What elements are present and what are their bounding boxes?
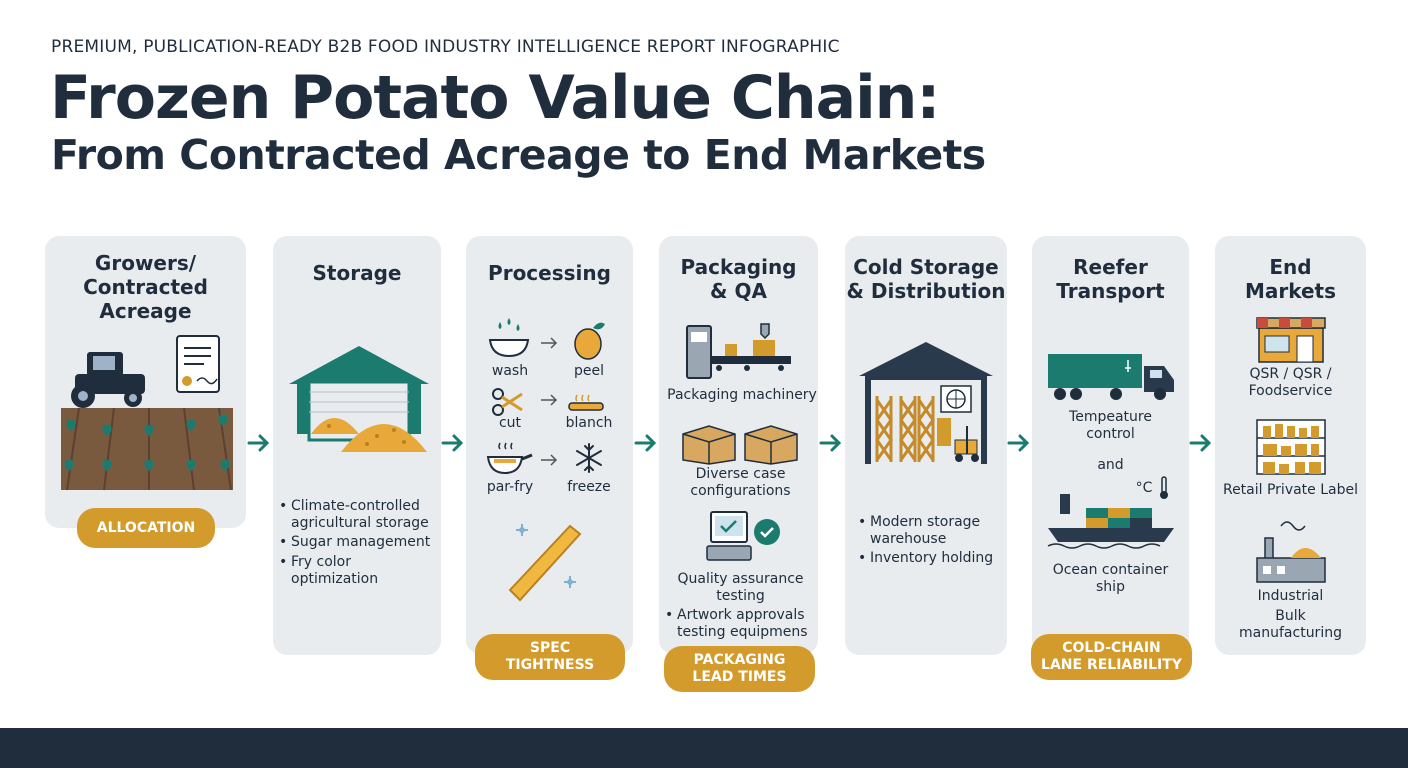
thermometer-icon xyxy=(1160,476,1168,499)
flow-arrow-icon xyxy=(1007,434,1030,452)
case-configurations-label: Diverse case configurations xyxy=(690,466,791,499)
blanch-fry-icon xyxy=(568,394,604,411)
storage-bullet-2: Sugar management xyxy=(279,534,430,551)
stage-growers-title: Growers/ Contracted Acreage xyxy=(83,251,208,323)
step-freeze-label: freeze xyxy=(567,479,611,495)
stage-end-markets-card: End Markets QSR / QSR / Foodservice Reta… xyxy=(1215,236,1366,655)
flow-arrow-icon xyxy=(634,434,657,452)
step-par-fry-label: par-fry xyxy=(486,479,534,495)
page-subtitle: From Contracted Acreage to End Markets xyxy=(51,131,986,179)
report-kicker: PREMIUM, PUBLICATION-READY B2B FOOD INDU… xyxy=(51,37,840,57)
stage-reefer-title: Reefer Transport xyxy=(1056,255,1165,303)
flow-arrow-icon xyxy=(441,434,464,452)
flow-arrow-icon xyxy=(247,434,270,452)
farm-field-icon xyxy=(61,335,233,491)
and-label: and xyxy=(1097,457,1124,473)
storage-barn-icon xyxy=(289,346,429,452)
arrow-right-icon xyxy=(541,394,558,406)
cold-chain-reliability-badge: COLD-CHAIN LANE RELIABILITY xyxy=(1031,634,1192,680)
footer-bar xyxy=(0,728,1408,768)
stage-end-markets-title: End Markets xyxy=(1244,255,1337,303)
allocation-badge: ALLOCATION xyxy=(77,508,215,548)
container-ship-icon xyxy=(1047,494,1174,549)
page-title: Frozen Potato Value Chain: xyxy=(50,63,940,133)
ocean-ship-label: Ocean container ship xyxy=(1052,562,1169,595)
french-fry-icon xyxy=(508,524,582,602)
bulk-manufacturing-label: Bulk manufacturing xyxy=(1239,608,1342,641)
arrow-right-icon xyxy=(541,454,558,466)
flow-arrow-icon xyxy=(1189,434,1212,452)
factory-icon xyxy=(1256,521,1326,583)
packaging-bullet: Artwork approvals testing equipmens xyxy=(665,607,808,641)
arrow-right-icon xyxy=(541,337,558,349)
stage-processing-card: Processing wash peel cut blanch par-fry … xyxy=(466,236,633,654)
snowflake-icon xyxy=(576,443,602,473)
packaging-lead-times-badge: PACKAGING LEAD TIMES xyxy=(664,646,815,692)
fry-pan-icon xyxy=(486,442,533,475)
retail-shelf-icon xyxy=(1256,419,1326,475)
cold-warehouse-icon xyxy=(859,342,993,464)
stage-cold-storage-title: Cold Storage & Distribution xyxy=(846,255,1006,303)
wash-bowl-icon xyxy=(488,318,530,358)
stage-storage-title: Storage xyxy=(312,261,402,285)
cold-storage-bullet-2: Inventory holding xyxy=(858,550,993,567)
packaging-machine-icon xyxy=(686,323,791,379)
celsius-label: °C xyxy=(1135,480,1153,496)
step-peel-label: peel xyxy=(573,363,604,379)
restaurant-storefront-icon xyxy=(1256,317,1326,363)
step-wash-label: wash xyxy=(491,363,529,379)
cold-storage-bullet-1: Modern storage warehouse xyxy=(858,514,980,548)
stage-packaging-card: Packaging & QA Packaging machinery Diver… xyxy=(659,236,818,654)
stage-growers-card: Growers/ Contracted Acreage xyxy=(45,236,246,528)
stage-cold-storage-card: Cold Storage & Distribution Modern stora… xyxy=(845,236,1007,655)
packaging-machinery-label: Packaging machinery xyxy=(667,387,817,403)
reefer-truck-icon xyxy=(1048,354,1174,400)
flow-arrow-icon xyxy=(819,434,842,452)
cardboard-boxes-icon xyxy=(682,425,798,465)
storage-bullet-1: Climate-controlled agricultural storage xyxy=(279,498,429,532)
stage-storage-card: Storage Climate-controlled agricultural … xyxy=(273,236,441,655)
stage-reefer-card: Reefer Transport Tempeature control and … xyxy=(1032,236,1189,655)
qa-testing-label: Quality assurance testing xyxy=(677,571,804,604)
stage-processing-title: Processing xyxy=(488,261,611,285)
qsr-foodservice-label: QSR / QSR / Foodservice xyxy=(1248,366,1333,399)
scissors-icon xyxy=(492,388,523,416)
step-cut-label: cut xyxy=(498,415,522,431)
industrial-label: Industrial xyxy=(1257,588,1324,604)
temperature-control-label: Tempeature control xyxy=(1069,409,1152,442)
peel-potato-icon xyxy=(574,322,605,360)
spec-tightness-badge: SPEC TIGHTNESS xyxy=(475,634,625,680)
stage-packaging-title: Packaging & QA xyxy=(680,255,797,303)
qa-testing-icon xyxy=(706,511,780,561)
storage-bullet-3: Fry color optimization xyxy=(279,554,441,588)
retail-private-label-label: Retail Private Label xyxy=(1222,482,1359,498)
step-blanch-label: blanch xyxy=(565,415,613,431)
